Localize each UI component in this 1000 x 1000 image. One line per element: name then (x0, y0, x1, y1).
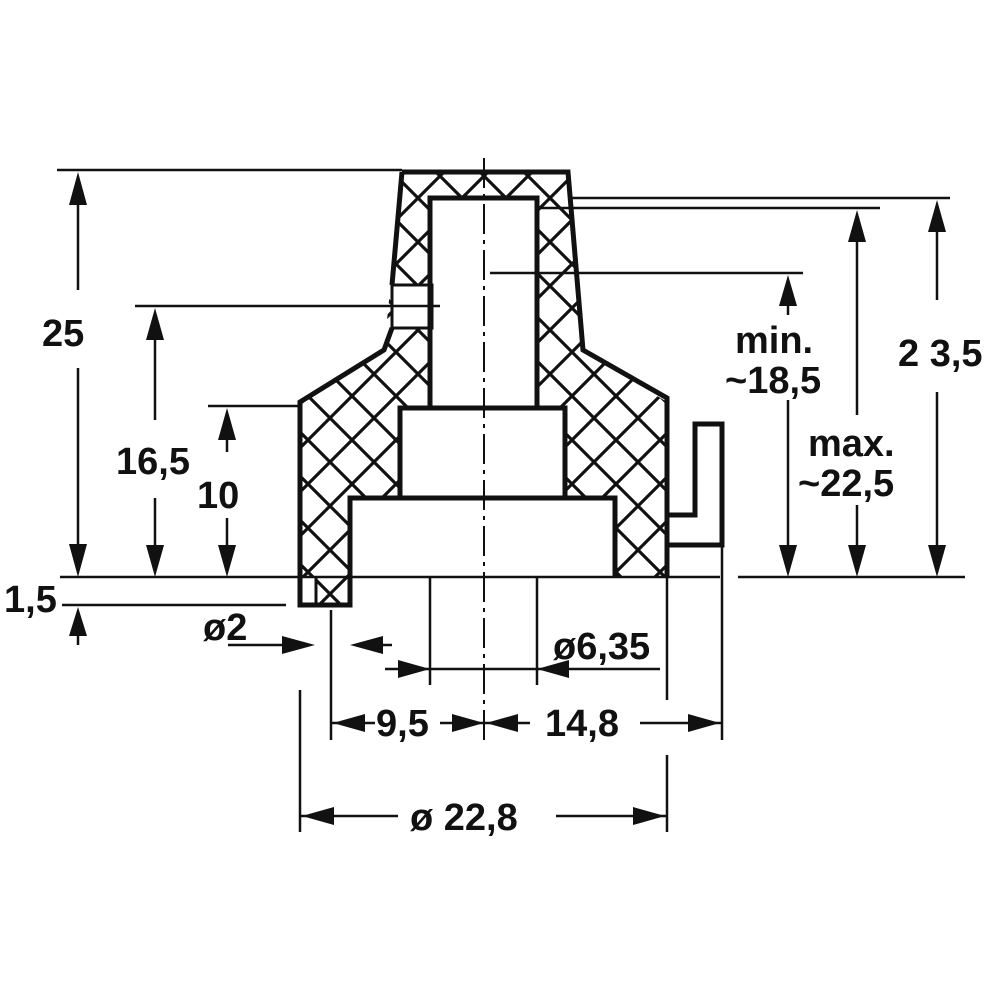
locating-pin (297, 577, 353, 608)
dim-pointer-right: 14,8 (545, 703, 619, 745)
dim-outer-diameter: ø 22,8 (410, 797, 518, 839)
dim-pin-diameter: ø2 (203, 607, 247, 649)
dim-min-label: min. (735, 320, 813, 362)
pointer-plate (667, 421, 725, 548)
dim-total-height: 25 (42, 313, 84, 355)
dim-min-value: ~18,5 (725, 360, 821, 402)
dim-max-label: max. (808, 423, 895, 465)
dim-set-screw-height: 16,5 (116, 441, 190, 483)
dim-cap-height: 2 3,5 (898, 333, 983, 375)
dim-bore-diameter: ø6,35 (553, 626, 650, 668)
dim-max-value: ~22,5 (798, 463, 894, 505)
dim-skirt-height: 10 (197, 475, 239, 517)
dim-base-offset: 1,5 (4, 579, 57, 621)
dim-pointer-left: 9,5 (376, 703, 429, 745)
